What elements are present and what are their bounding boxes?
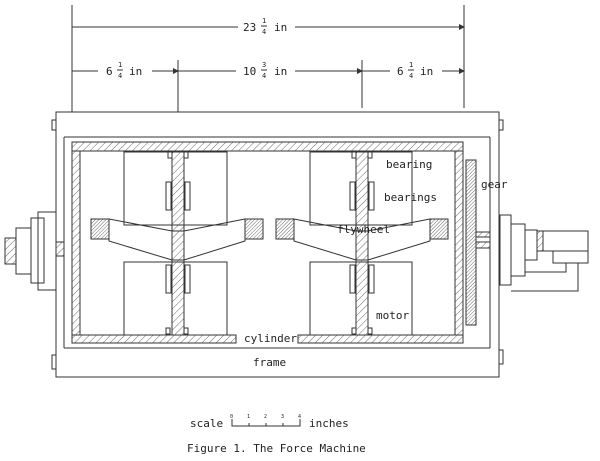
svg-text:in: in [129, 65, 142, 78]
label-bearing: bearing [386, 158, 432, 171]
svg-text:4: 4 [409, 72, 413, 80]
shaft-left [171, 150, 185, 336]
dimension-overall: 23 1 4 in [243, 17, 287, 36]
labels: bearing bearings gear flywheel motor cyl… [240, 158, 508, 369]
svg-text:in: in [274, 65, 287, 78]
svg-text:3: 3 [281, 414, 284, 420]
left-external-bearing [4, 211, 65, 291]
cylinder [71, 141, 464, 344]
svg-text:in: in [274, 21, 287, 34]
svg-text:1: 1 [409, 61, 413, 69]
dimension-lines [71, 5, 465, 112]
label-cylinder: cylinder [244, 332, 297, 345]
label-frame: frame [253, 356, 286, 369]
gear [465, 159, 491, 326]
svg-text:0: 0 [230, 414, 233, 420]
dimension-middle: 10 3 4 in [243, 61, 287, 80]
right-assembly [275, 150, 449, 336]
figure-caption: Figure 1. The Force Machine [187, 442, 366, 455]
svg-text:1: 1 [118, 61, 122, 69]
svg-text:4: 4 [262, 28, 266, 36]
svg-text:1: 1 [247, 414, 250, 420]
svg-text:4: 4 [262, 72, 266, 80]
svg-text:4: 4 [118, 72, 122, 80]
svg-text:inches: inches [309, 417, 349, 430]
dimension-left: 6 1 4 in [106, 61, 142, 80]
left-assembly [90, 150, 264, 336]
label-gear: gear [481, 178, 508, 191]
svg-text:6: 6 [397, 65, 404, 78]
scale-bar: scale 0 1 2 3 4 inches [190, 414, 349, 430]
svg-text:in: in [420, 65, 433, 78]
svg-text:4: 4 [298, 414, 301, 420]
svg-text:1: 1 [262, 17, 266, 25]
svg-text:3: 3 [262, 61, 266, 69]
label-flywheel: flywheel [337, 223, 390, 236]
svg-text:23: 23 [243, 21, 256, 34]
svg-text:10: 10 [243, 65, 256, 78]
label-bearings: bearings [384, 191, 437, 204]
svg-text:2: 2 [264, 414, 267, 420]
dimension-right: 6 1 4 in [397, 61, 433, 80]
right-external-gearbox [499, 214, 589, 292]
svg-text:scale: scale [190, 417, 223, 430]
svg-text:6: 6 [106, 65, 113, 78]
shaft-right [355, 150, 369, 336]
label-motor: motor [376, 309, 409, 322]
